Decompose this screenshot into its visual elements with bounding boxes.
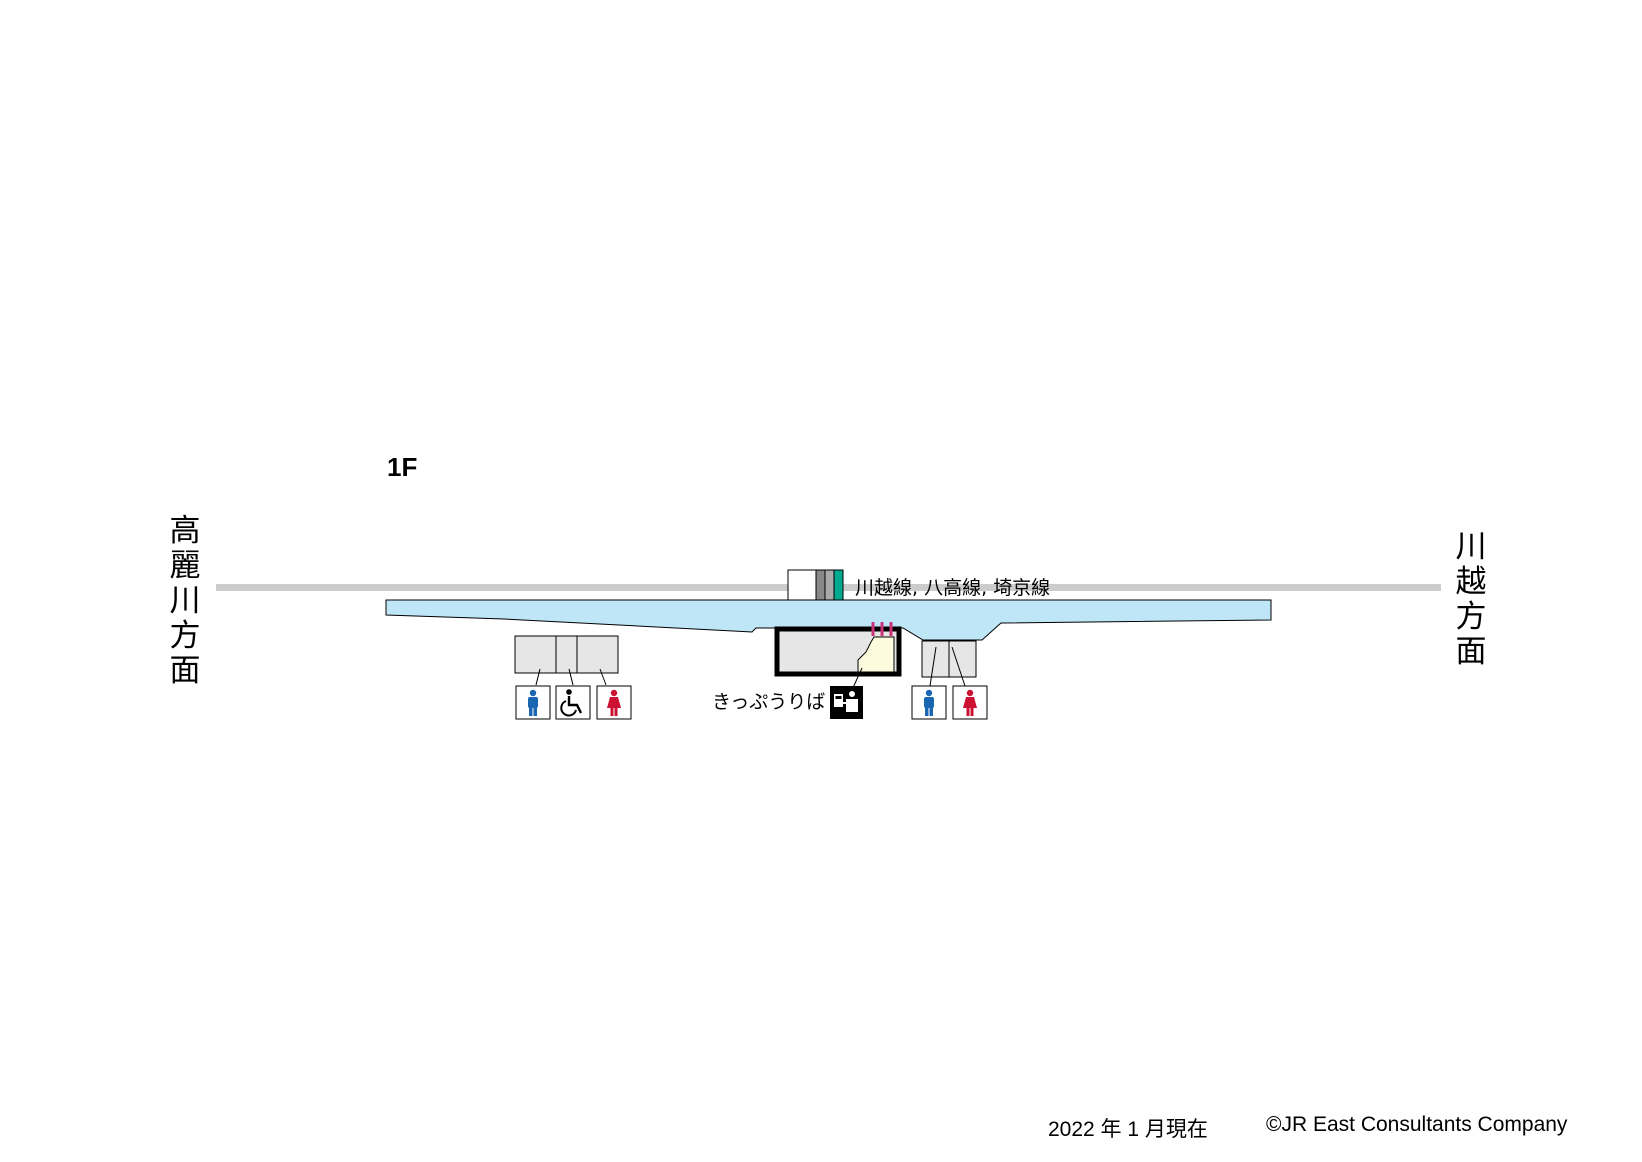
- platform-area: [385, 599, 1272, 641]
- direction-left-label: 高麗川方面: [169, 513, 201, 689]
- footer-date: 2022 年 1 月現在: [1048, 1118, 1208, 1141]
- direction-right-label: 川越方面: [1455, 529, 1487, 670]
- floor-label: 1F: [387, 452, 418, 482]
- ticket-office-label: きっぷうりば: [712, 691, 826, 713]
- lines-label: 川越線, 八高線, 埼京線: [855, 577, 1051, 599]
- male-toilet-icon: [911, 685, 947, 720]
- male-toilet-icon: [515, 685, 551, 720]
- footer-copyright: ©JR East Consultants Company: [1266, 1113, 1568, 1136]
- line-color-badge: [787, 569, 844, 601]
- accessible-toilet-icon: [555, 685, 591, 720]
- right-toilet-block: [921, 640, 977, 687]
- ticket-machine-icon: [830, 686, 863, 719]
- ticket-office: [774, 622, 902, 691]
- left-toilet-block: [514, 635, 619, 686]
- female-toilet-icon: [596, 685, 632, 720]
- female-toilet-icon: [952, 685, 988, 720]
